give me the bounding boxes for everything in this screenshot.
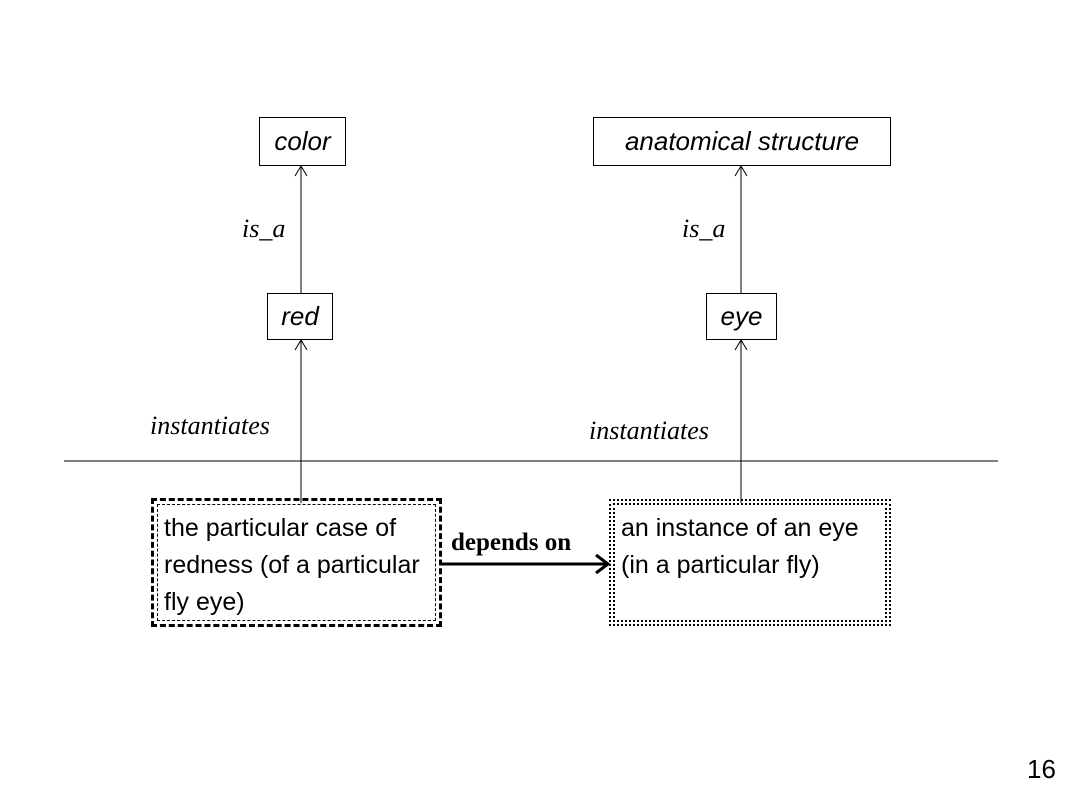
depends-on-label: depends on — [451, 529, 572, 556]
eye-box: eye — [706, 293, 777, 340]
redness-instance-box: the particular case of redness (of a par… — [151, 498, 442, 627]
instantiates-label-right: instantiates — [589, 416, 709, 445]
color-box: color — [259, 117, 346, 166]
page-number: 16 — [1027, 754, 1056, 784]
color-label: color — [274, 126, 331, 156]
red-box: red — [267, 293, 333, 340]
is-a-label-right: is_a — [682, 214, 726, 243]
eye-instance-box: an instance of an eye (in a particular f… — [609, 499, 891, 626]
redness-instance-text: the particular case of redness (of a par… — [164, 514, 420, 616]
eye-instance-text: an instance of an eye (in a particular f… — [621, 514, 859, 579]
eye-label: eye — [720, 301, 763, 331]
anatomical-structure-label: anatomical structure — [624, 126, 860, 156]
is-a-label-left: is_a — [242, 214, 286, 243]
red-label: red — [281, 301, 319, 331]
anatomical-structure-box: anatomical structure — [593, 117, 891, 166]
instantiates-label-left: instantiates — [150, 411, 270, 440]
